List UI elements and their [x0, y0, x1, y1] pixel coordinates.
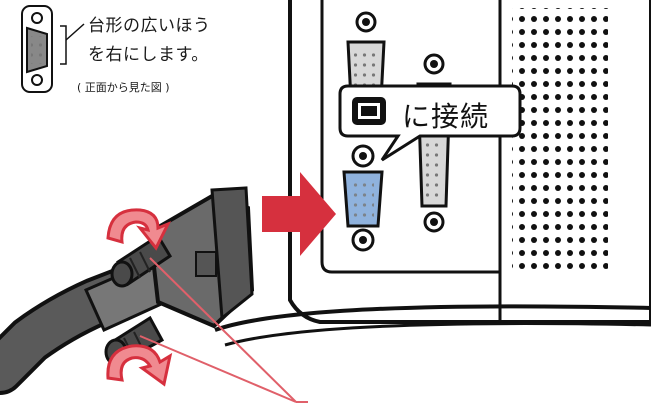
rotate-arrow-bottom [106, 344, 173, 387]
vga-port-icon [352, 97, 386, 125]
front-view-caption: ( 正面から見た図 ) [77, 81, 170, 94]
insert-arrow [262, 172, 336, 256]
pointer-lines [139, 257, 308, 403]
connect-label: に接続 [402, 100, 490, 133]
note-line-2: を右にします。 [88, 45, 209, 65]
connect-callout [338, 84, 522, 162]
vga-port [342, 144, 384, 252]
rotate-arrow-top [106, 208, 172, 251]
db-port-right [416, 53, 452, 233]
ventilation-grille [512, 8, 608, 276]
note-line-1: 台形の広いほう [88, 16, 211, 36]
vga-front-view-icon [21, 5, 85, 93]
